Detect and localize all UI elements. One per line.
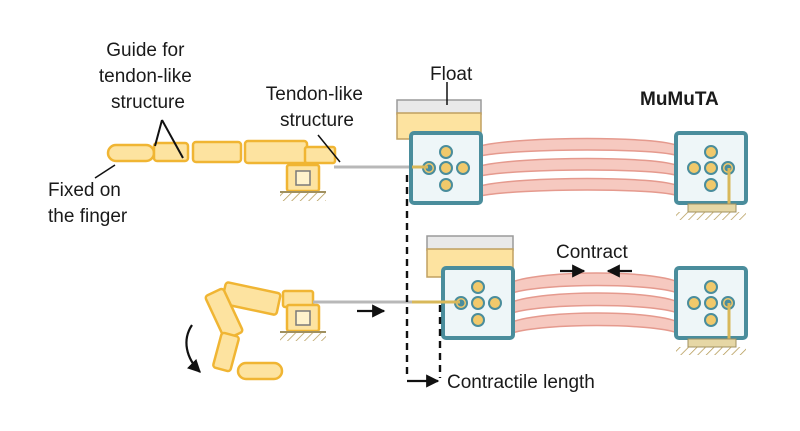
tendon-label: Tendon-like structure [266, 84, 368, 131]
guide-pointer [161, 119, 184, 159]
fixed-pointer [94, 164, 116, 179]
contractile-length-label: Contractile length [447, 372, 595, 393]
plate-left-top [409, 131, 483, 205]
finger-segment [191, 140, 243, 164]
plate-left-bottom [412, 266, 515, 340]
finger-segment [152, 141, 190, 163]
fixed-label: Fixed on the finger [48, 180, 128, 227]
float-label: Float [430, 64, 473, 85]
mumuta-label: MuMuTA [640, 89, 719, 110]
guide-pointer [154, 119, 163, 147]
finger-flexed [204, 281, 315, 381]
finger-mount-bottom [280, 303, 326, 341]
muscle-fibers-bottom [511, 272, 679, 335]
guide-label: Guide for tendon-like structure [99, 40, 197, 113]
finger-extended [106, 139, 337, 165]
muscle-fibers-top [479, 137, 679, 198]
finger-mount-top [280, 163, 326, 201]
finger-segment [212, 331, 240, 373]
plate-right-bottom [674, 266, 748, 355]
tendon-pointer [317, 134, 341, 163]
flex-rotation-arrow [185, 324, 201, 373]
finger-segment [106, 143, 156, 163]
finger-segment [243, 139, 309, 165]
plate-right-top [674, 131, 748, 220]
contract-label: Contract [556, 242, 629, 263]
finger-segment [236, 361, 284, 381]
